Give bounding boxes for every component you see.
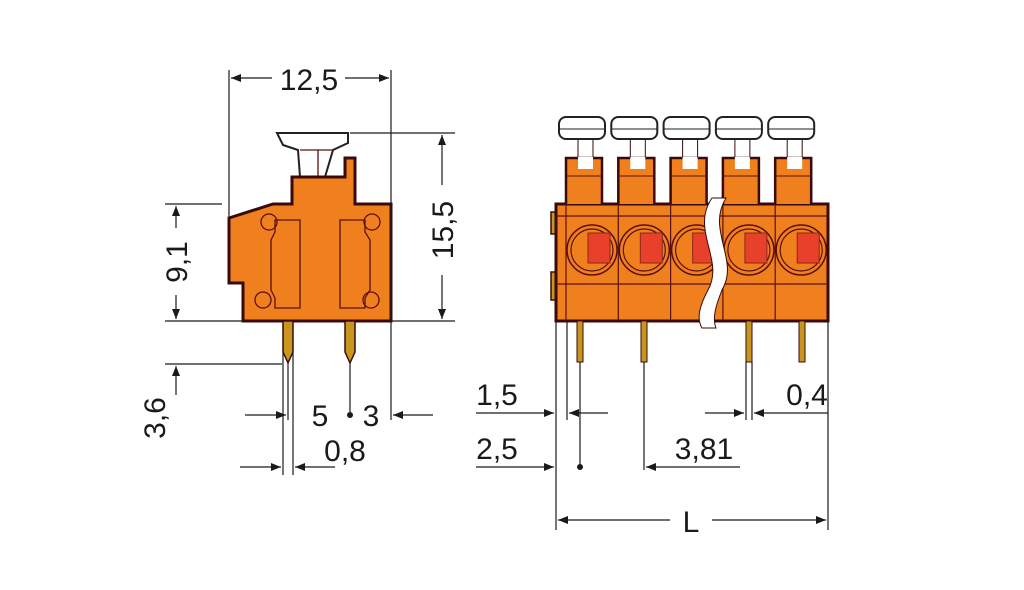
wire-entry <box>566 224 618 276</box>
break-line <box>698 197 728 329</box>
dim-pin-width-label-front: 0,4 <box>786 379 828 412</box>
dim-height-label: 15,5 <box>427 201 460 259</box>
front-pin <box>798 320 806 363</box>
front-pin <box>640 320 648 363</box>
dim-length-label: L <box>683 506 700 539</box>
front-pin <box>576 320 584 363</box>
front-view <box>550 116 830 363</box>
push-button <box>662 116 711 140</box>
dim-pitch-label-a: 5 <box>312 400 329 433</box>
push-button <box>767 116 816 140</box>
release-lever <box>275 132 349 178</box>
dim-offset-label-a: 1,5 <box>476 379 518 412</box>
dim-pin-length-label: 3,6 <box>139 397 172 439</box>
side-pin-left <box>282 320 294 365</box>
front-pin <box>745 320 753 363</box>
dim-body-height-label: 9,1 <box>161 241 194 283</box>
indicator-square <box>744 232 768 264</box>
dim-pitch-label: 3,81 <box>675 433 733 466</box>
dim-offset-label-b: 2,5 <box>476 433 518 466</box>
wire-entry <box>618 224 671 276</box>
dim-width-label: 12,5 <box>280 64 338 97</box>
side-view: 12,5 15,5 9,1 3,6 5 3 0,8 <box>139 64 460 475</box>
push-button <box>558 116 606 140</box>
side-pin-right <box>344 320 356 365</box>
dim-pitch-label-b: 3 <box>363 400 380 433</box>
front-dimensions: 1,5 2,5 3,81 0,4 L <box>476 321 829 539</box>
indicator-square <box>796 232 820 264</box>
indicator-square <box>587 232 611 264</box>
push-button <box>610 116 659 140</box>
indicator-square <box>639 232 663 264</box>
push-button <box>714 116 763 140</box>
wire-entry <box>775 224 827 276</box>
dim-pin-width-label: 0,8 <box>324 435 366 468</box>
side-housing <box>227 156 393 323</box>
